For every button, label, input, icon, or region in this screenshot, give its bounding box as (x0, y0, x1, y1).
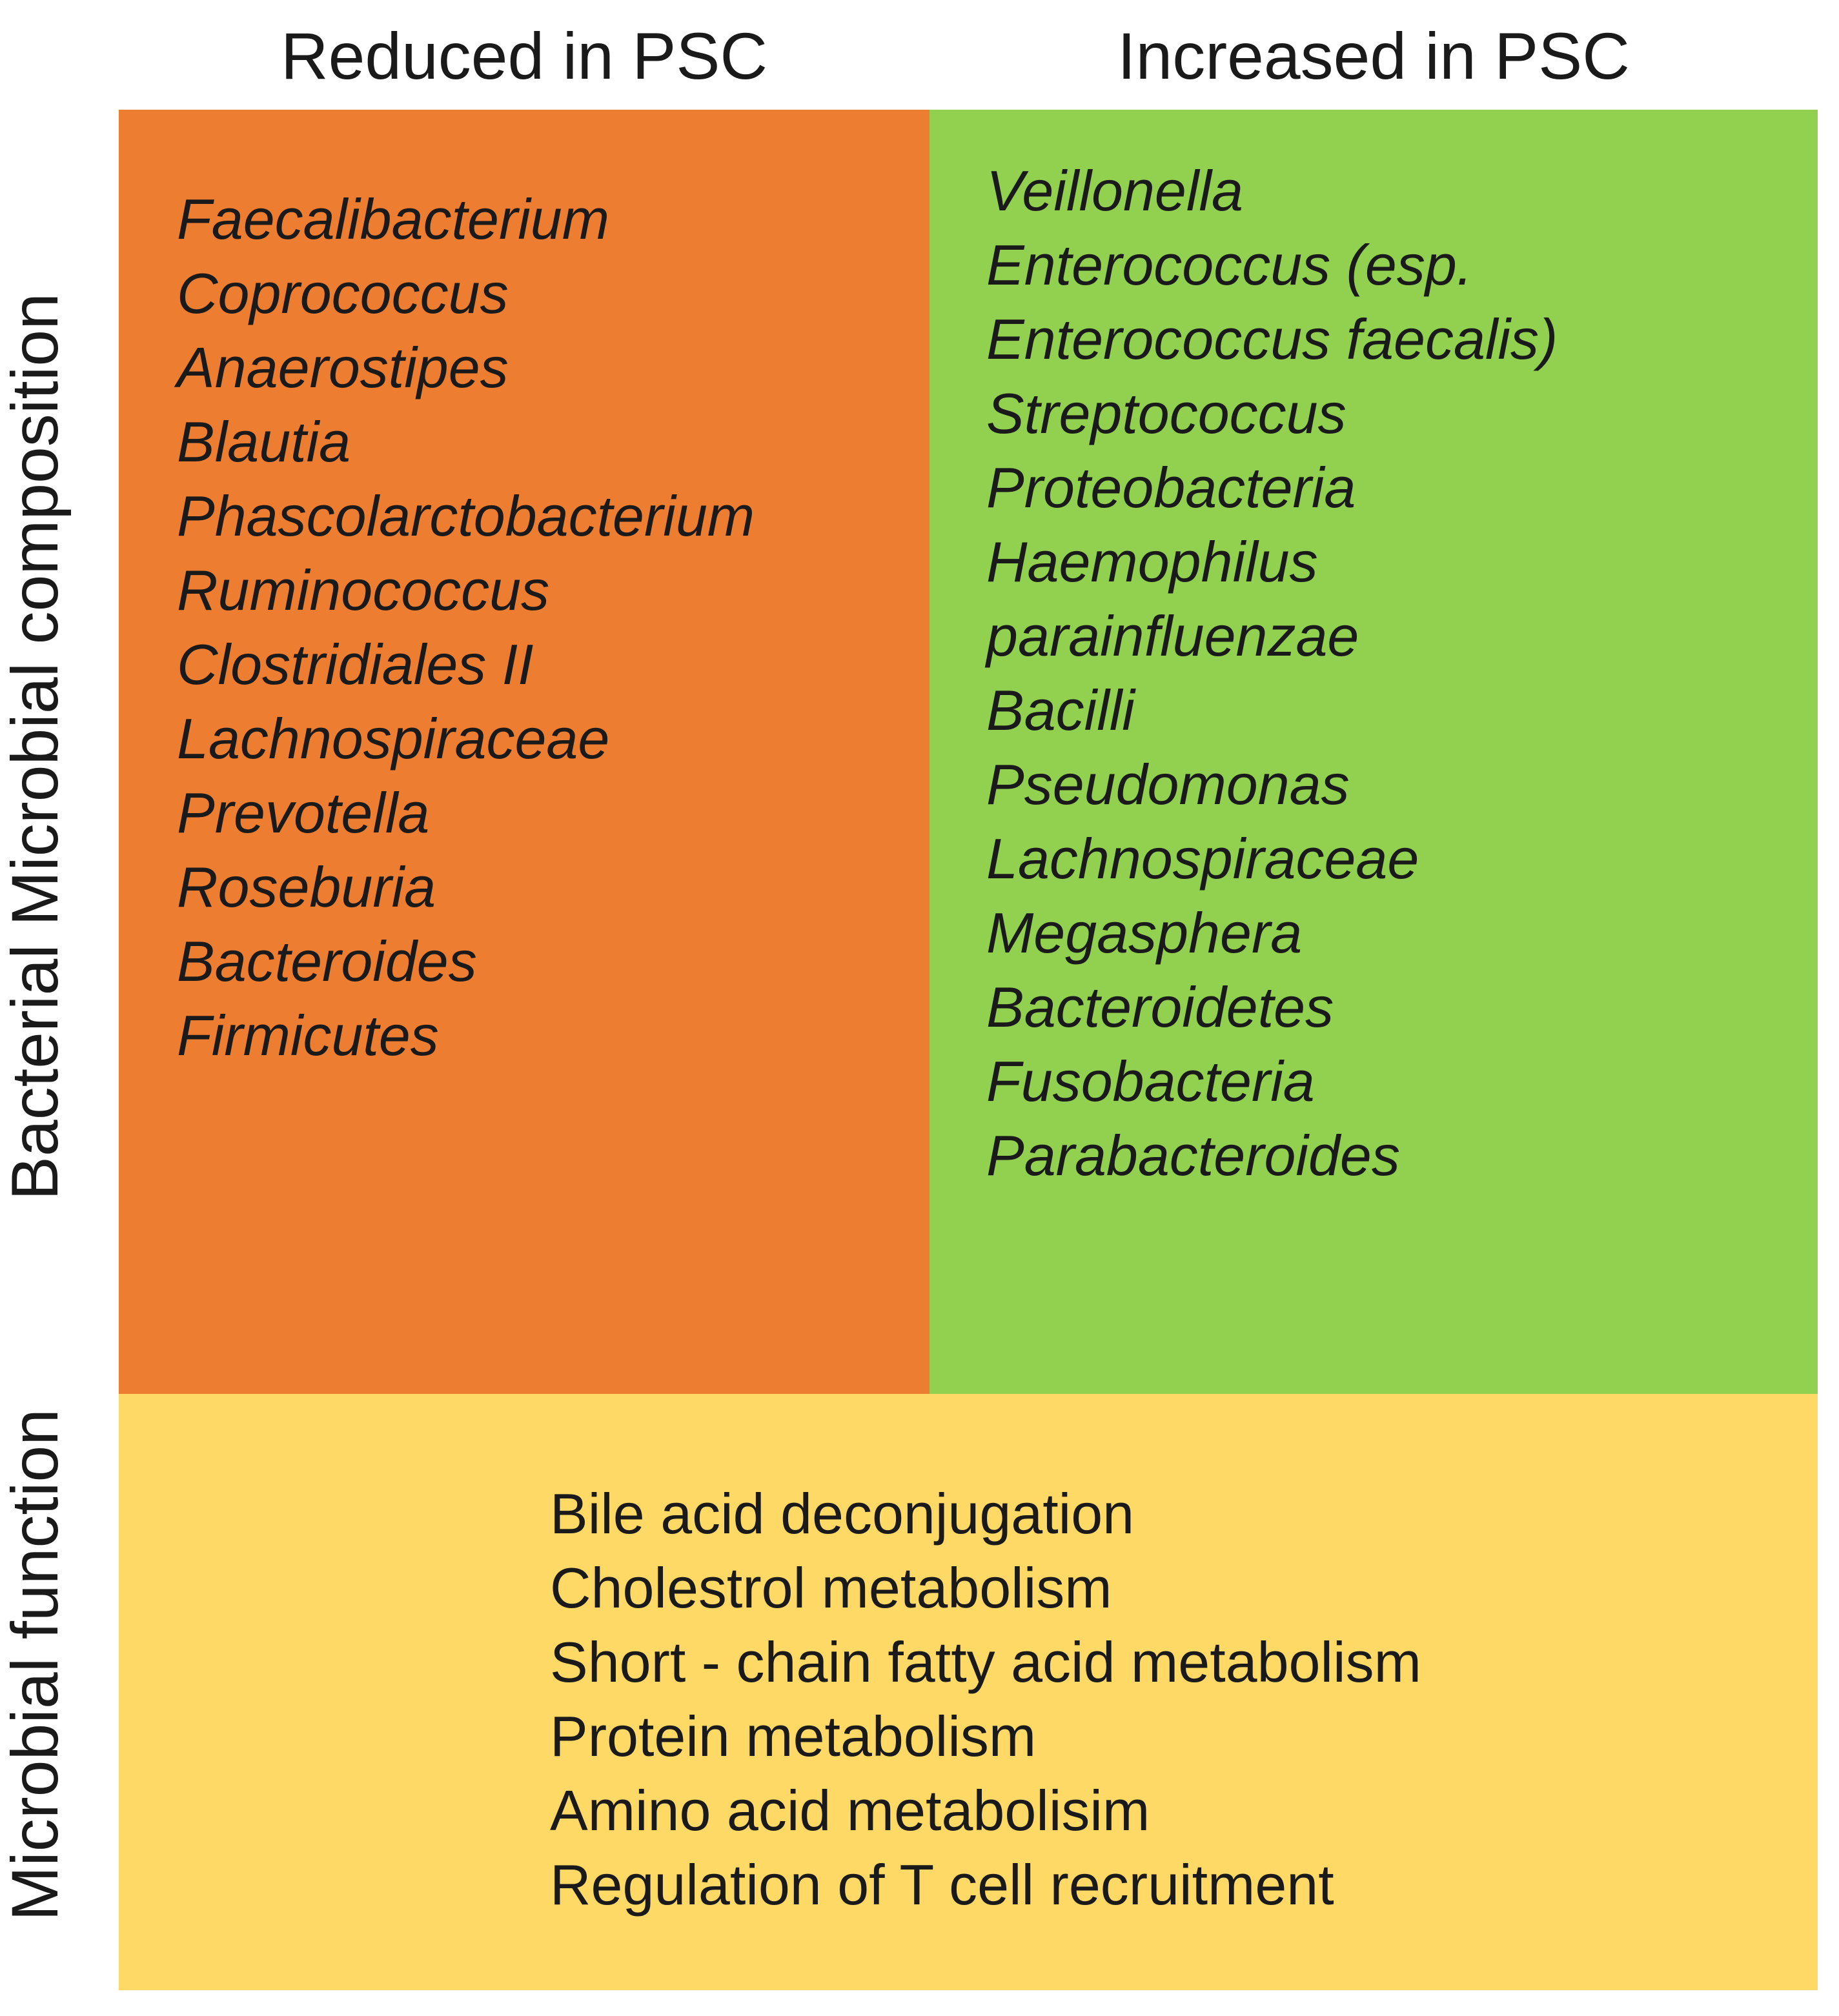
increased-taxon: Pseudomonas (986, 752, 1350, 816)
row-label-microbial-composition: Bacterial Microbial composition (0, 293, 72, 1200)
reduced-taxon: Ruminococcus (177, 558, 550, 622)
increased-taxon: Bacteroidetes (986, 975, 1334, 1039)
reduced-taxon: Anaerostipes (177, 336, 509, 399)
microbial-function-item: Short - chain fatty acid metabolism (550, 1630, 1421, 1694)
microbial-function-item: Protein metabolism (550, 1704, 1037, 1768)
row-label-microbial-function: Microbial function (0, 1409, 72, 1921)
reduced-taxon: Clostridiales II (177, 632, 534, 696)
reduced-taxon: Bacteroides (177, 929, 477, 993)
microbial-function-item: Bile acid deconjugation (550, 1482, 1135, 1546)
microbial-function-item: Cholestrol metabolism (550, 1556, 1112, 1620)
increased-taxon: Haemophilus (986, 530, 1318, 594)
increased-taxon: parainfluenzae (986, 604, 1359, 668)
increased-taxon: Parabacteroides (986, 1124, 1400, 1187)
reduced-taxon: Lachnospiraceae (177, 707, 610, 771)
reduced-taxon: Blautia (177, 410, 351, 474)
increased-taxon: Bacilli (986, 678, 1135, 742)
increased-taxon: Veillonella (986, 159, 1243, 223)
reduced-taxon: Prevotella (177, 781, 430, 845)
reduced-taxon: Phascolarctobacterium (177, 484, 755, 548)
increased-taxon: Megasphera (986, 901, 1303, 965)
microbial-function-item: Amino acid metabolisim (550, 1779, 1150, 1842)
increased-taxon: Enterococcus faecalis) (986, 307, 1558, 371)
increased-taxon: Lachnospiraceae (986, 827, 1419, 891)
reduced-taxon: Coprococcus (177, 261, 509, 325)
reduced-taxon: Faecalibacterium (177, 187, 610, 251)
increased-taxon: Streptococcus (986, 381, 1346, 445)
microbial-function-item: Regulation of T cell recruitment (550, 1853, 1334, 1917)
reduced-taxon: Firmicutes (177, 1003, 439, 1067)
reduced-taxon: Roseburia (177, 855, 436, 919)
increased-taxon: Enterococcus (esp. (986, 233, 1473, 297)
header-reduced-in-psc: Reduced in PSC (280, 19, 768, 93)
header-increased-in-psc: Increased in PSC (1117, 19, 1630, 93)
increased-taxon: Proteobacteria (986, 456, 1356, 519)
increased-taxon: Fusobacteria (986, 1049, 1315, 1113)
